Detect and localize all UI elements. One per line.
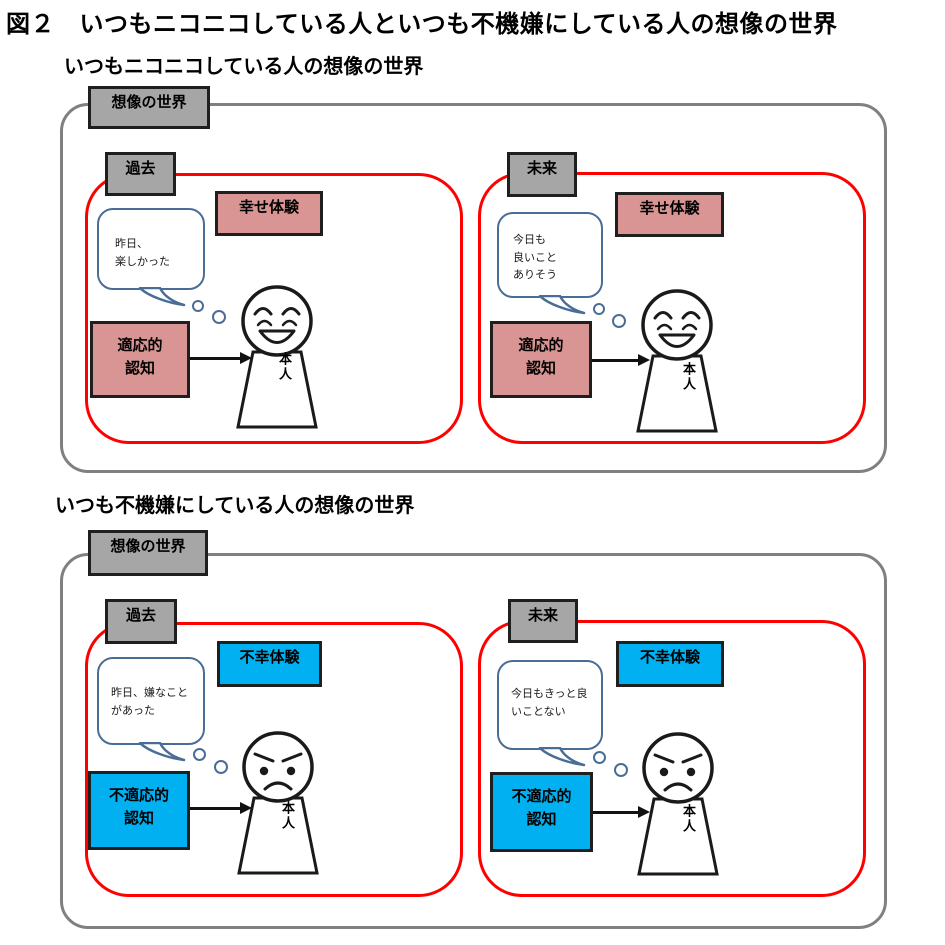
- cognition-box-a: 適応的 認知: [90, 321, 190, 398]
- thought-dot-icon: [593, 303, 605, 315]
- arrowhead-icon: [638, 354, 650, 366]
- imagination-world-frame-1: [60, 103, 887, 473]
- figure-title: 図２ いつもニコニコしている人といつも不機嫌にしている人の想像の世界: [6, 11, 838, 38]
- experience-label-unhappy-past: 不幸体験: [217, 641, 322, 687]
- time-label-past-1: 過去: [105, 152, 176, 196]
- experience-label-unhappy-future: 不幸体験: [616, 641, 724, 687]
- thought-dot-icon: [593, 751, 606, 764]
- thought-bubble-a: 昨日、 楽しかった: [97, 208, 205, 290]
- arrow-line: [190, 357, 240, 360]
- thought-dot-icon: [192, 300, 204, 312]
- arrow-line: [190, 807, 240, 810]
- thought-dot-icon: [214, 760, 228, 774]
- person-label: 本人: [277, 352, 292, 382]
- thought-dot-icon: [614, 763, 628, 777]
- world-label-2: 想像の世界: [88, 530, 208, 576]
- thought-dot-icon: [212, 310, 226, 324]
- future-frame-1: [478, 172, 866, 444]
- time-label-future-1: 未来: [507, 152, 577, 197]
- bubble-tail-icon: [538, 747, 586, 767]
- arrowhead-icon: [638, 806, 650, 818]
- person-figure-angry: [237, 731, 319, 875]
- future-frame-2: [478, 620, 866, 897]
- arrow-line: [593, 811, 638, 814]
- thought-dot-icon: [193, 748, 206, 761]
- arrow-line: [592, 359, 638, 362]
- bubble-tail-icon: [538, 295, 586, 315]
- time-label-past-2: 過去: [105, 599, 177, 644]
- thought-bubble-text-c: 昨日、嫌なこと があった: [111, 687, 188, 717]
- person-label: 本人: [280, 801, 295, 831]
- cognition-box-c: 不適応的 認知: [88, 771, 190, 850]
- person-label: 本人: [681, 804, 696, 834]
- arrowhead-icon: [240, 352, 252, 364]
- person-figure-happy: [636, 289, 718, 433]
- past-frame-2: [85, 622, 463, 897]
- bubble-tail-icon: [138, 287, 186, 307]
- experience-label-happy-future: 幸せ体験: [615, 192, 724, 237]
- thought-bubble-d: 今日もきっと良 いことない: [497, 660, 603, 750]
- section-1-subtitle: いつもニコニコしている人の想像の世界: [64, 56, 424, 78]
- thought-bubble-text-b: 今日も 良いこと ありそう: [513, 234, 557, 282]
- section-2-subtitle: いつも不機嫌にしている人の想像の世界: [55, 495, 415, 517]
- thought-bubble-c: 昨日、嫌なこと があった: [97, 657, 205, 745]
- thought-bubble-text-a: 昨日、 楽しかった: [115, 238, 170, 268]
- arrowhead-icon: [240, 802, 252, 814]
- past-frame-1: [85, 173, 463, 444]
- thought-bubble-text-d: 今日もきっと良 いことない: [511, 688, 588, 718]
- thought-bubble-b: 今日も 良いこと ありそう: [497, 212, 603, 298]
- person-figure-angry: [637, 732, 719, 876]
- time-label-future-2: 未来: [508, 599, 578, 643]
- bubble-tail-icon: [138, 742, 186, 762]
- person-figure-happy: [236, 285, 318, 429]
- world-label-1: 想像の世界: [88, 86, 210, 129]
- cognition-box-b: 適応的 認知: [490, 321, 592, 398]
- thought-dot-icon: [612, 314, 626, 328]
- person-label: 本人: [681, 362, 696, 392]
- imagination-world-frame-2: [60, 553, 887, 929]
- cognition-box-d: 不適応的 認知: [490, 772, 593, 852]
- experience-label-happy-past: 幸せ体験: [215, 191, 323, 236]
